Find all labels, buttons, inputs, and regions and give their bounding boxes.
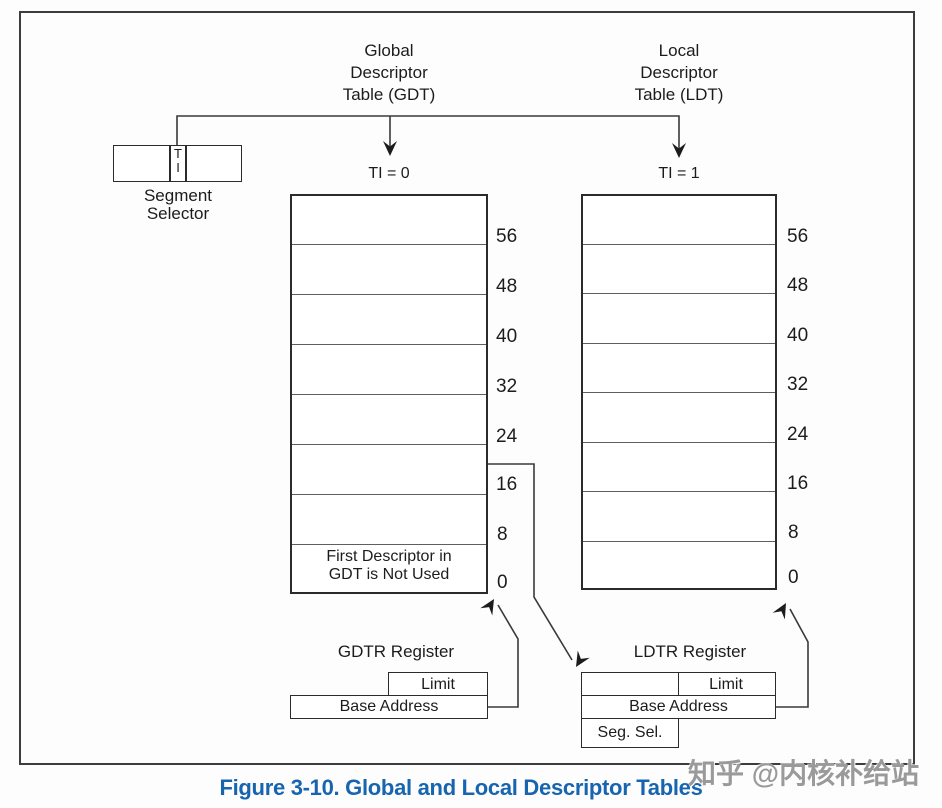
ldtr-base-label: Base Address [629, 698, 728, 715]
gdt-offset-16: 16 [496, 474, 518, 495]
ldt-title: Local Descriptor Table (LDT) [599, 40, 759, 106]
ldt-offset-16: 16 [787, 473, 809, 494]
arrow-to-ldtr-icon [576, 650, 590, 667]
ldt-ti-label: TI = 1 [658, 165, 700, 182]
ldt-offset-24: 24 [787, 424, 809, 445]
gdt-offset-8: 8 [497, 524, 508, 545]
segment-selector-box [113, 145, 242, 182]
ti-bit-t: T [174, 146, 182, 161]
ldt-offset-48: 48 [787, 275, 809, 296]
gdt-title-line2: Descriptor [350, 63, 428, 82]
figure-caption: Figure 3-10. Global and Local Descriptor… [219, 775, 703, 800]
figure-border [19, 11, 915, 765]
gdtr-base-pointer-line [488, 604, 519, 708]
segment-selector-label-line2: Selector [146, 204, 210, 223]
ldtr-seg-sel-box: Seg. Sel. [581, 719, 679, 748]
gdt-offset-40: 40 [496, 326, 518, 347]
gdtr-base-label: Base Address [339, 698, 439, 715]
gdt-row-line [292, 294, 486, 295]
gdtr-limit-box: Limit [388, 672, 488, 696]
selector-to-tables-line [176, 115, 680, 153]
arrow-down-ldt-icon [672, 143, 686, 158]
gdt-limit-channel-line [488, 463, 573, 661]
ldtr-top-row-divider [677, 673, 679, 696]
gdt-row-line [292, 344, 486, 345]
segment-selector-label-line1: Segment [143, 186, 213, 205]
gdt-offset-56: 56 [496, 226, 518, 247]
ldt-row-line [583, 491, 775, 492]
gdt-offset-0: 0 [497, 572, 508, 593]
ti-cell-left-line [169, 146, 171, 181]
arrow-to-gdt-base-icon [480, 599, 494, 616]
ldt-offset-56: 56 [787, 226, 809, 247]
arrow-down-gdt-icon [383, 141, 397, 156]
ldt-offset-0: 0 [788, 567, 799, 588]
ldt-row-line [583, 343, 775, 344]
arrow-to-ldt-base-icon [772, 603, 786, 620]
gdt-table [290, 194, 488, 594]
ti-cell-right-line [185, 146, 187, 181]
ldt-table [581, 194, 777, 590]
gdtr-limit-label: Limit [421, 675, 455, 693]
gdtr-base-box: Base Address [290, 695, 488, 719]
gdt-row-line [292, 444, 486, 445]
ldtr-seg-sel-label: Seg. Sel. [597, 724, 663, 741]
ldt-offset-32: 32 [787, 374, 809, 395]
ti-bit-label: T I [166, 147, 190, 175]
ldt-offset-8: 8 [788, 522, 799, 543]
gdt-note-line1: First Descriptor in [326, 548, 452, 565]
ti-bit-i: I [176, 160, 180, 175]
ldt-row-line [583, 392, 775, 393]
gdt-offset-24: 24 [496, 426, 518, 447]
ldt-title-line2: Descriptor [640, 63, 718, 82]
watermark: 知乎 @内核补给站 [688, 758, 920, 789]
gdt-offset-48: 48 [496, 276, 518, 297]
gdt-title-line1: Global [364, 41, 414, 60]
ldt-offset-40: 40 [787, 325, 809, 346]
gdt-title-line3: Table (GDT) [342, 85, 436, 104]
gdt-note-line2: GDT is Not Used [328, 566, 450, 583]
ldtr-base-pointer-line [776, 608, 809, 708]
gdt-row-line [292, 244, 486, 245]
ldtr-base-box: Base Address [581, 695, 776, 719]
ldt-row-line [583, 442, 775, 443]
gdtr-register-title: GDTR Register [337, 642, 455, 661]
segment-selector-label: Segment Selector [108, 187, 248, 223]
gdt-row-line [292, 394, 486, 395]
gdt-offset-32: 32 [496, 376, 518, 397]
gdt-first-descriptor-note: First Descriptor in GDT is Not Used [290, 548, 488, 584]
ldt-row-line [583, 541, 775, 542]
gdt-row-line [292, 544, 486, 545]
ldt-row-line [583, 293, 775, 294]
gdt-row-line [292, 494, 486, 495]
ldtr-top-row-box: Limit [581, 672, 776, 696]
ldt-title-line3: Table (LDT) [634, 85, 724, 104]
gdt-ti-label: TI = 0 [368, 165, 410, 182]
gdt-title: Global Descriptor Table (GDT) [309, 40, 469, 106]
ldtr-register-title: LDTR Register [633, 642, 747, 661]
ldt-row-line [583, 244, 775, 245]
ldt-title-line1: Local [658, 41, 700, 60]
ldtr-limit-label: Limit [709, 675, 743, 693]
